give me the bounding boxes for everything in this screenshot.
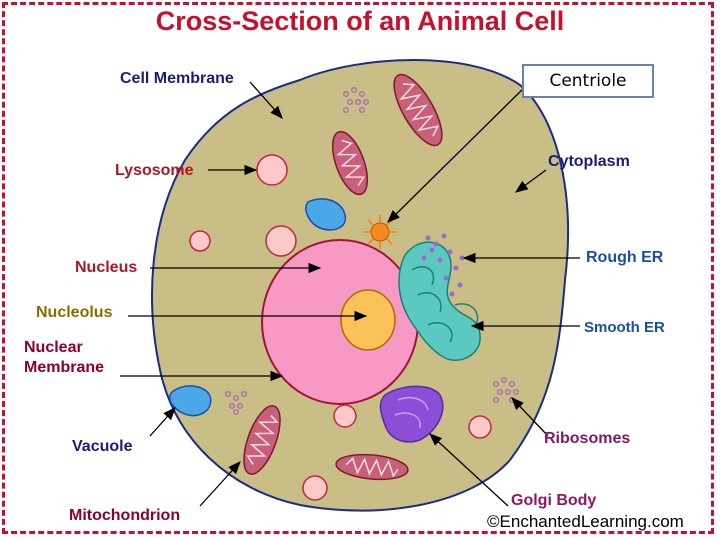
label-cytoplasm: Cytoplasm [548, 153, 630, 170]
label-centriole: Centriole [522, 64, 654, 98]
label-golgi-body: Golgi Body [511, 492, 597, 509]
credit-text: ©EnchantedLearning.com [487, 512, 684, 531]
golgi-body [379, 385, 444, 443]
centriole [363, 215, 397, 249]
label-mitochondrion: Mitochondrion [69, 507, 181, 524]
label-nuclear-membrane: Nuclear Membrane [24, 339, 105, 376]
label-rough-er: Rough ER [586, 249, 664, 266]
label-lysosome: Lysosome [115, 162, 194, 179]
label-cell-membrane: Cell Membrane [120, 70, 234, 87]
label-nucleolus: Nucleolus [36, 304, 113, 321]
page-title: Cross-Section of an Animal Cell [155, 6, 565, 36]
label-ribosomes: Ribosomes [544, 430, 631, 447]
dashed-border-frame [2, 2, 714, 534]
label-nucleus: Nucleus [75, 259, 138, 276]
label-smooth-er: Smooth ER [584, 319, 665, 336]
mitochondrion [243, 73, 443, 481]
vacuole [169, 198, 347, 417]
label-vacuole: Vacuole [72, 438, 133, 455]
ribosome-cluster [224, 86, 520, 416]
pointer-lines [120, 79, 580, 507]
lysosome [189, 154, 492, 501]
nucleolus [340, 289, 396, 351]
